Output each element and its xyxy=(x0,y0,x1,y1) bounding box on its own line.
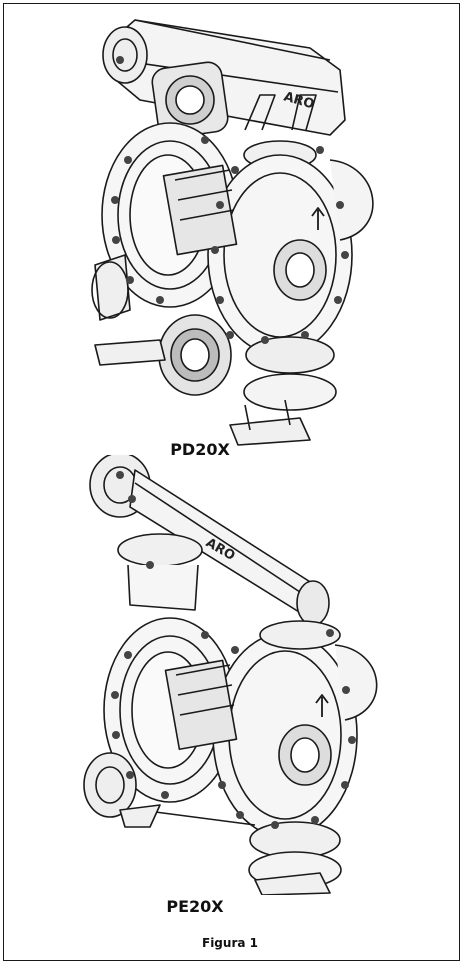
model-label-pe20x: PE20X xyxy=(166,897,224,916)
model-label-pd20x: PD20X xyxy=(170,440,230,459)
figure-frame xyxy=(3,3,460,961)
pump-pe20x-illustration: ARO xyxy=(83,455,378,895)
pump-pd20x-illustration: ARO xyxy=(91,19,374,446)
figure-caption: Figura 1 xyxy=(202,936,258,950)
